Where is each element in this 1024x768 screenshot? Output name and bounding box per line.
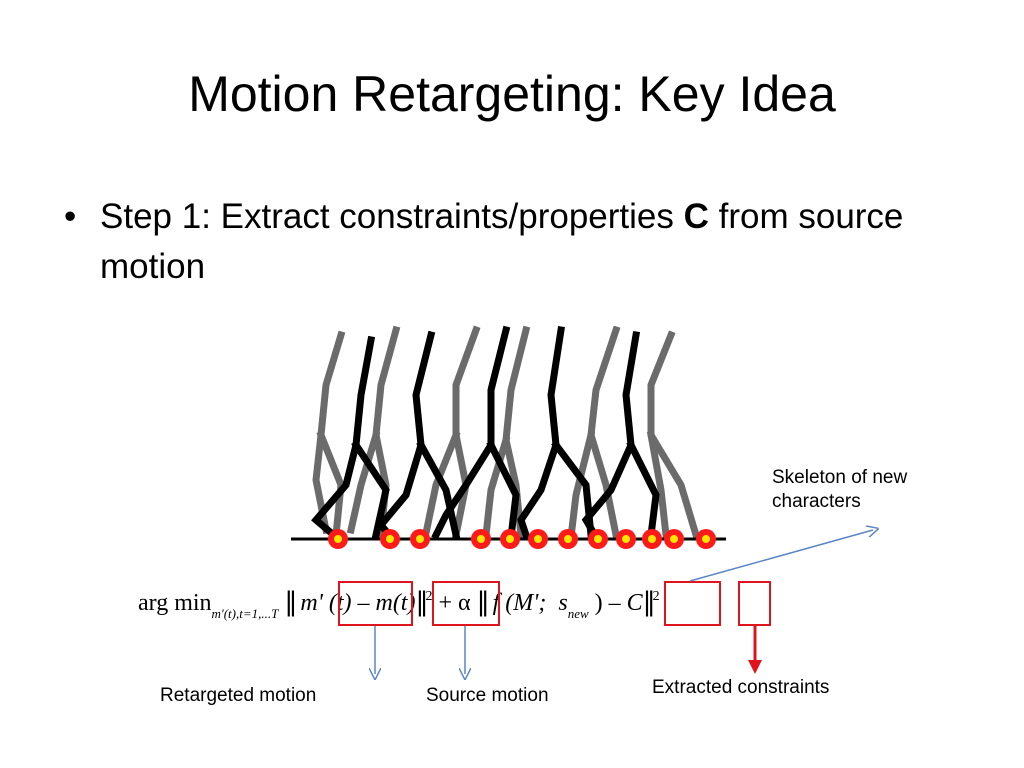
constraint-marker-center xyxy=(534,535,542,543)
highlight-box-source xyxy=(432,581,500,626)
label-skeleton: Skeleton of new characters xyxy=(772,467,908,512)
constraint-marker-center xyxy=(477,535,485,543)
formula-term-source: m(t) xyxy=(375,590,416,616)
formula-paren-minus: ) – xyxy=(594,590,621,616)
formula-s: s xyxy=(558,590,568,616)
constraint-marker-center xyxy=(386,535,394,543)
constraint-marker-center xyxy=(416,535,424,543)
walking-skeleton-figure xyxy=(291,325,726,549)
formula-f-term: f (M'; xyxy=(492,590,547,616)
black-walk-cycle-figures xyxy=(311,325,660,542)
formula-norm-close: ‖ xyxy=(415,587,428,617)
formula-norm-open: ‖ xyxy=(284,587,297,617)
constraint-marker-center xyxy=(334,535,342,543)
bullet-text-before: Step 1: Extract constraints/properties xyxy=(100,197,684,236)
constraint-marker-center xyxy=(648,535,656,543)
label-retargeted-motion: Retargeted motion xyxy=(160,685,317,706)
highlight-box-skeleton xyxy=(664,581,721,626)
constraint-markers xyxy=(328,529,716,549)
formula-power: 2 xyxy=(425,589,433,604)
constraint-marker-center xyxy=(670,535,678,543)
slide-title: Motion Retargeting: Key Idea xyxy=(188,66,836,122)
label-extracted-constraints: Extracted constraints xyxy=(652,677,830,698)
highlight-box-retargeted xyxy=(338,581,413,626)
bullet-bold-c: C xyxy=(683,197,709,236)
bullet-text: Step 1: Extract constraints/properties C… xyxy=(100,192,960,292)
formula-argmin-subscript: m'(t),t=1,...T xyxy=(211,606,279,621)
formula-norm-open-2: ‖ xyxy=(476,587,490,617)
highlight-box-constraints xyxy=(738,581,771,626)
gray-walk-cycle-figures xyxy=(312,325,701,541)
formula-norm-close-2: ‖ xyxy=(642,587,656,617)
label-source-motion: Source motion xyxy=(426,685,549,706)
formula-plus-alpha: + α xyxy=(438,590,471,616)
formula-minus: – xyxy=(357,590,370,616)
formula-c: C xyxy=(626,590,643,616)
formula-term-retargeted: m' (t) xyxy=(300,590,352,616)
formula-argmin: arg min xyxy=(138,590,212,616)
constraint-marker-center xyxy=(594,535,602,543)
formula-s-subscript: new xyxy=(567,606,589,621)
constraint-marker-center xyxy=(622,535,630,543)
objective-formula: arg minm'(t),t=1,...T ‖ m' (t) – m(t)‖2 … xyxy=(138,578,660,626)
formula-power-2: 2 xyxy=(652,589,660,604)
bullet-text-after: from source motion xyxy=(100,197,904,286)
constraint-marker-center xyxy=(564,535,572,543)
constraint-marker-center xyxy=(506,535,514,543)
constraint-marker-center xyxy=(702,535,710,543)
arrow-skeleton xyxy=(689,530,873,582)
bullet-glyph: • xyxy=(64,197,77,236)
